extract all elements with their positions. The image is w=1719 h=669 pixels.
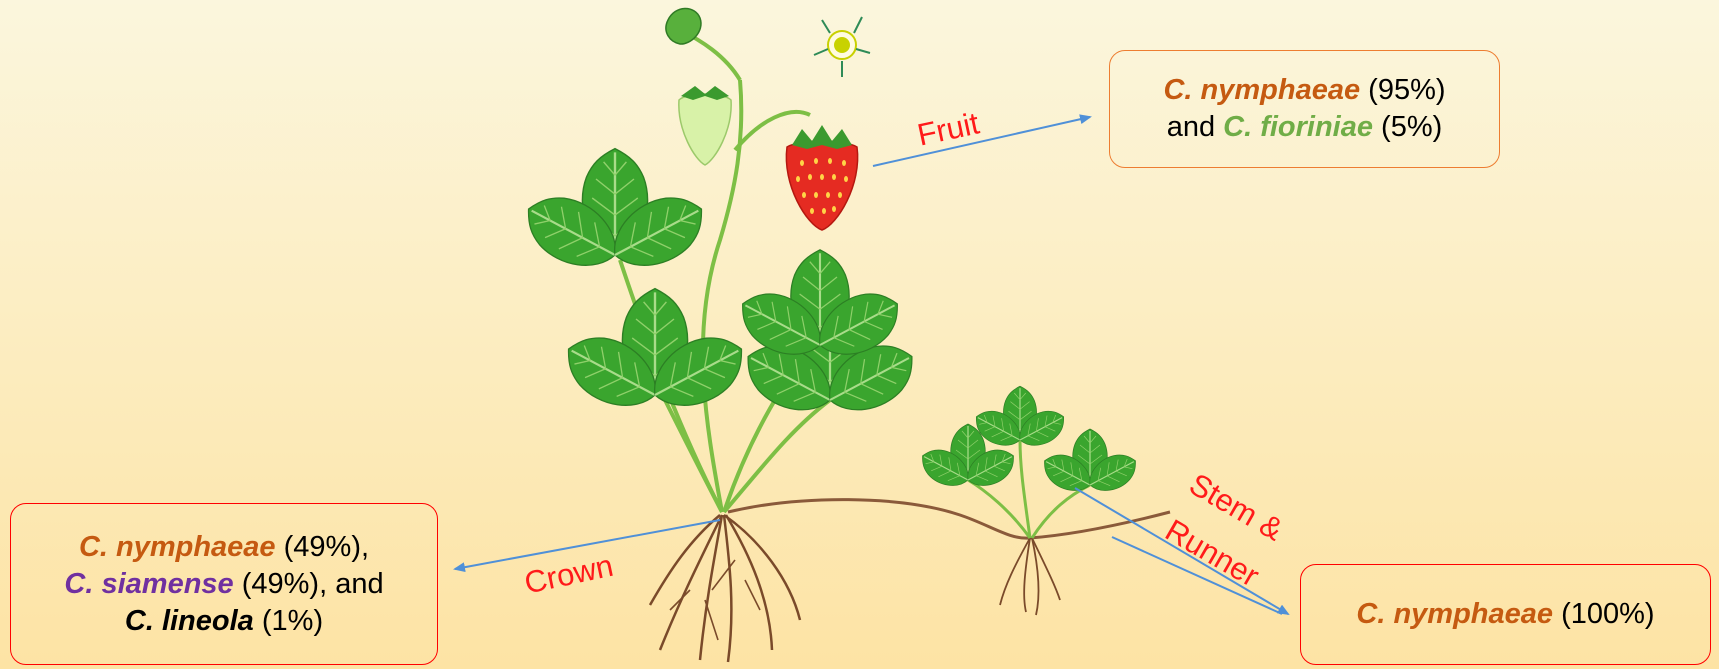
fruit-box-line-2: and C. fioriniae (5%) [1167,109,1443,146]
fruit-pathogen-box: C. nymphaeae (95%) and C. fioriniae (5%) [1109,50,1500,168]
percent: (95%) [1360,74,1445,106]
percent: (49%), [276,531,369,563]
percent: (5%) [1373,111,1442,143]
percent: (49%), and [234,568,384,600]
crown-box-line-1: C. nymphaeae (49%), [79,529,369,566]
crown-box-line-3: C. lineola (1%) [125,603,323,640]
species-fioriniae: C. fioriniae [1223,111,1373,143]
percent: (1%) [254,605,323,637]
unripe-strawberry-icon [679,86,731,165]
plantlet-roots [1000,538,1060,615]
strawberry-fruit-icon [786,125,857,230]
species-siamense: C. siamense [64,568,233,600]
crown-pathogen-box: C. nymphaeae (49%), C. siamense (49%), a… [10,503,438,665]
stem-runner-pathogen-box: C. nymphaeae (100%) [1300,564,1711,665]
fruit-arrow [873,117,1090,166]
main-leaves [514,149,925,425]
species-lineola: C. lineola [125,605,254,637]
flower-icon [814,17,870,77]
species-nymphaeae: C. nymphaeae [1163,74,1360,106]
main-roots [650,515,800,662]
crown-box-line-2: C. siamense (49%), and [64,566,383,603]
runner-plantlet-illustration [915,386,1143,538]
stem-runner-box-line-1: C. nymphaeae (100%) [1356,596,1654,633]
species-nymphaeae: C. nymphaeae [79,531,276,563]
fruit-box-line-1: C. nymphaeae (95%) [1163,72,1445,109]
species-nymphaeae: C. nymphaeae [1356,598,1553,630]
percent: (100%) [1553,598,1655,630]
conjunction: and [1167,111,1223,143]
